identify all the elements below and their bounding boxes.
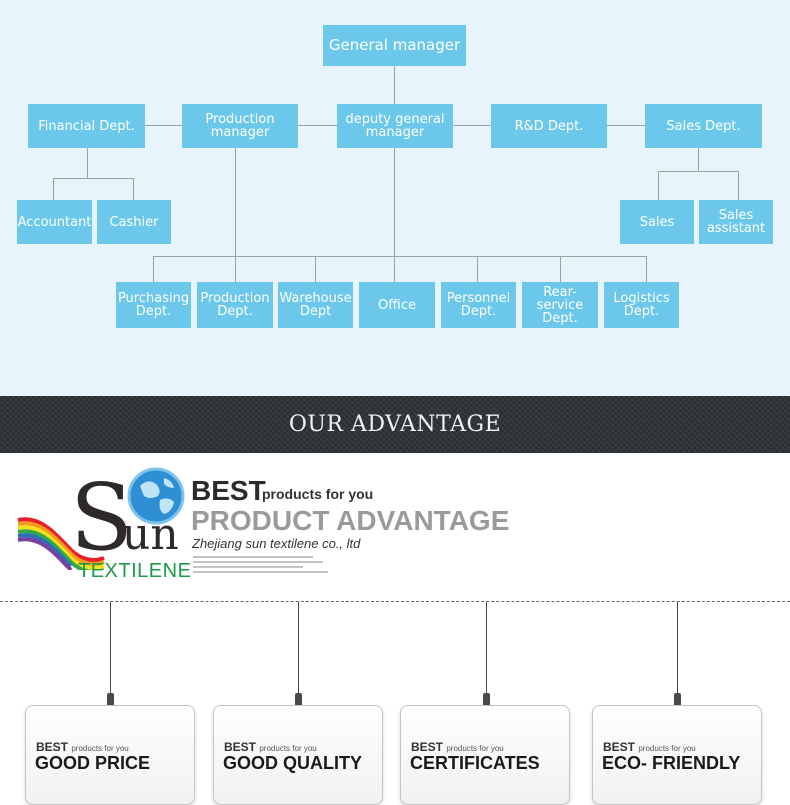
connector-line bbox=[658, 171, 659, 200]
advantage-card-eco-friendly: BEST products for you ECO- FRIENDLY bbox=[592, 705, 762, 805]
card-best-text: BEST bbox=[36, 740, 69, 754]
connector-line bbox=[133, 178, 134, 200]
card-best-sub: products for you bbox=[259, 744, 317, 753]
connector-line bbox=[235, 148, 236, 282]
card-title: ECO- FRIENDLY bbox=[602, 753, 741, 773]
advantage-card-good-quality: BEST products for you GOOD QUALITY bbox=[213, 705, 383, 805]
node-sales-assistant: Sales assistant bbox=[699, 200, 773, 244]
card-best-label: BEST products for you bbox=[603, 740, 696, 754]
node-rd-dept: R&D Dept. bbox=[491, 104, 607, 148]
node-office: Office bbox=[359, 282, 435, 328]
hanging-wire bbox=[110, 602, 111, 694]
connector-line bbox=[477, 256, 478, 282]
card-best-sub: products for you bbox=[638, 744, 696, 753]
connector-line bbox=[145, 125, 182, 126]
node-sales-dept: Sales Dept. bbox=[645, 104, 762, 148]
node-financial-dept: Financial Dept. bbox=[28, 104, 145, 148]
logo-rainbow-ribbon-icon bbox=[17, 517, 105, 570]
connector-line bbox=[87, 148, 88, 178]
advantage-card-certificates: BEST products for you CERTIFICATES bbox=[400, 705, 570, 805]
card-title: GOOD PRICE bbox=[35, 753, 151, 773]
advantage-banner: OUR ADVANTAGE bbox=[0, 396, 790, 453]
card-best-sub: products for you bbox=[446, 744, 504, 753]
connector-line bbox=[560, 256, 561, 282]
connector-line bbox=[394, 66, 395, 104]
node-personnel-dept: Personnel Dept. bbox=[441, 282, 516, 328]
binder-clip-icon bbox=[295, 693, 302, 715]
fine-print-line bbox=[193, 571, 328, 573]
logo-letter-s: S bbox=[70, 464, 134, 571]
hanging-wire bbox=[677, 602, 678, 694]
node-logistics-dept: Logistics Dept. bbox=[604, 282, 679, 328]
connector-line bbox=[738, 171, 739, 200]
card-best-text: BEST bbox=[411, 740, 444, 754]
logo-subtitle: TEXTILENE bbox=[78, 560, 192, 582]
node-accountant: Accountant bbox=[17, 200, 92, 244]
connector-line bbox=[298, 125, 337, 126]
best-subheading: products for you bbox=[262, 486, 374, 502]
node-sales: Sales bbox=[620, 200, 694, 244]
connector-line bbox=[453, 125, 491, 126]
connector-line bbox=[315, 256, 316, 282]
card-best-sub: products for you bbox=[71, 744, 129, 753]
card-best-label: BEST products for you bbox=[36, 740, 129, 754]
card-best-text: BEST bbox=[224, 740, 257, 754]
connector-line bbox=[646, 256, 647, 282]
card-best-label: BEST products for you bbox=[411, 740, 504, 754]
company-name: Zhejiang sun textilene co., ltd bbox=[192, 536, 361, 551]
binder-clip-icon bbox=[483, 693, 490, 715]
product-advantage-title: PRODUCT ADVANTAGE bbox=[191, 505, 510, 536]
connector-line bbox=[698, 148, 699, 171]
node-production-manager: Production manager bbox=[182, 104, 298, 148]
node-production-dept: Production Dept. bbox=[197, 282, 273, 328]
banner-title: OUR ADVANTAGE bbox=[288, 412, 502, 437]
fine-print-line bbox=[193, 556, 313, 558]
hanging-wire bbox=[298, 602, 299, 694]
binder-clip-icon bbox=[674, 693, 681, 715]
hanging-wire bbox=[486, 602, 487, 694]
connector-line bbox=[607, 125, 645, 126]
card-best-label: BEST products for you bbox=[224, 740, 317, 754]
card-title: CERTIFICATES bbox=[410, 753, 540, 773]
fine-print-line bbox=[193, 561, 323, 563]
connector-line bbox=[153, 256, 647, 257]
fine-print-line bbox=[193, 566, 303, 568]
connector-line bbox=[53, 178, 54, 200]
connector-line bbox=[658, 171, 739, 172]
connector-line bbox=[394, 148, 395, 282]
dashed-divider bbox=[0, 601, 790, 602]
connector-line bbox=[53, 178, 134, 179]
node-general-manager: General manager bbox=[323, 25, 466, 66]
org-chart: General manager Financial Dept. Producti… bbox=[0, 0, 790, 396]
binder-clip-icon bbox=[107, 693, 114, 715]
connector-line bbox=[153, 256, 154, 282]
node-cashier: Cashier bbox=[97, 200, 171, 244]
card-best-text: BEST bbox=[603, 740, 636, 754]
node-rear-service-dept: Rear-service Dept. bbox=[522, 282, 598, 328]
card-title: GOOD QUALITY bbox=[223, 753, 362, 773]
logo-globe-icon bbox=[127, 467, 185, 525]
logo-letters-un: un bbox=[122, 509, 179, 560]
node-purchasing-dept: Purchasing Dept. bbox=[116, 282, 191, 328]
node-deputy-general-manager: deputy general manager bbox=[337, 104, 453, 148]
advantage-card-good-price: BEST products for you GOOD PRICE bbox=[25, 705, 195, 805]
best-heading: BEST bbox=[191, 475, 266, 506]
node-warehouse-dept: Warehouse Dept bbox=[278, 282, 353, 328]
